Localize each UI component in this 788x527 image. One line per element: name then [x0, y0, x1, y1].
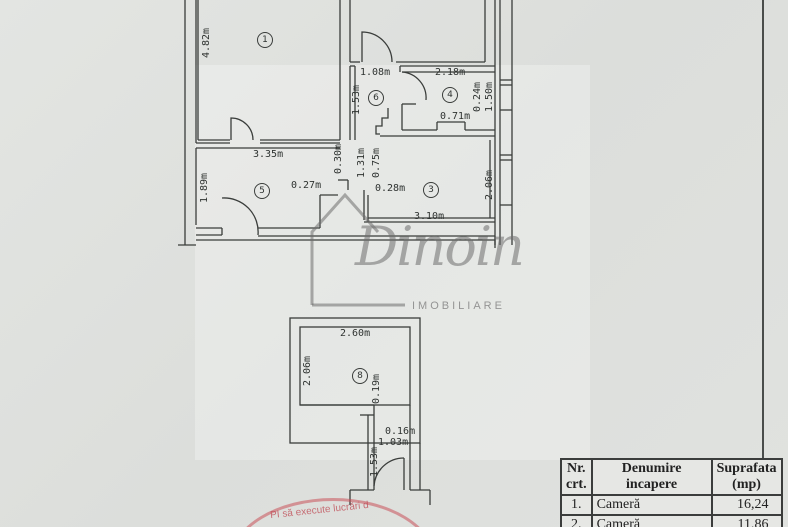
dim-room3-notch: 0.28m [375, 183, 406, 194]
room-number-6: 6 [368, 90, 384, 106]
dim-room8-offset: 0.19m [371, 373, 383, 405]
dim-room6-lower: 1.31m [356, 147, 368, 179]
dim-room3-width: 3.10m [414, 211, 445, 222]
dim-room3-height: 2.06m [484, 169, 496, 201]
dim-room8-step: 0.16m [385, 426, 416, 437]
header-nr: Nr.crt. [560, 458, 593, 496]
watermark-overlay [195, 65, 590, 460]
room-number-5: 5 [254, 183, 270, 199]
table-row: 2. Cameră 11,86 [560, 514, 783, 527]
header-area: Suprafata(mp) [710, 458, 783, 496]
room-number-3: 3 [423, 182, 439, 198]
dim-room8-height: 2.06m [302, 355, 314, 387]
watermark-logo-script: Dinoin [355, 215, 525, 278]
dim-room6-height: 1.53m [351, 84, 363, 116]
row-area: 11,86 [710, 514, 783, 527]
dim-room6-top: 1.08m [360, 67, 391, 78]
dim-room8-corridor: 1.03m [378, 437, 409, 448]
row-nr: 1. [560, 494, 593, 516]
dim-room8-corridor-len: 1.53m [369, 446, 381, 478]
dim-wall-030: 0.30m [333, 143, 345, 175]
dim-room5-height: 1.89m [199, 172, 211, 204]
dim-room5-width: 3.35m [253, 149, 284, 160]
row-room-name: Cameră [590, 514, 713, 527]
dim-room4-height: 1.50m [484, 81, 496, 113]
dim-room3-offset: 0.75m [371, 147, 383, 179]
dim-room5-notch: 0.27m [291, 180, 322, 191]
room-number-8: 8 [352, 368, 368, 384]
watermark-logo-subtitle: IMOBILIARE [412, 300, 505, 312]
row-room-name: Cameră [590, 494, 713, 516]
page-border-line [762, 0, 764, 527]
dim-room4-step: 0.24m [472, 81, 484, 113]
room-number-4: 4 [442, 87, 458, 103]
room-number-1: 1 [257, 32, 273, 48]
dim-room4-width: 2.18m [435, 67, 466, 78]
row-nr: 2. [560, 514, 593, 527]
row-area: 16,24 [710, 494, 783, 516]
table-row: 1. Cameră 16,24 [560, 494, 783, 516]
dim-room4-notch: 0.71m [440, 111, 471, 122]
dim-room1-height: 4.82m [201, 27, 213, 59]
dim-room8-width: 2.60m [340, 328, 371, 339]
